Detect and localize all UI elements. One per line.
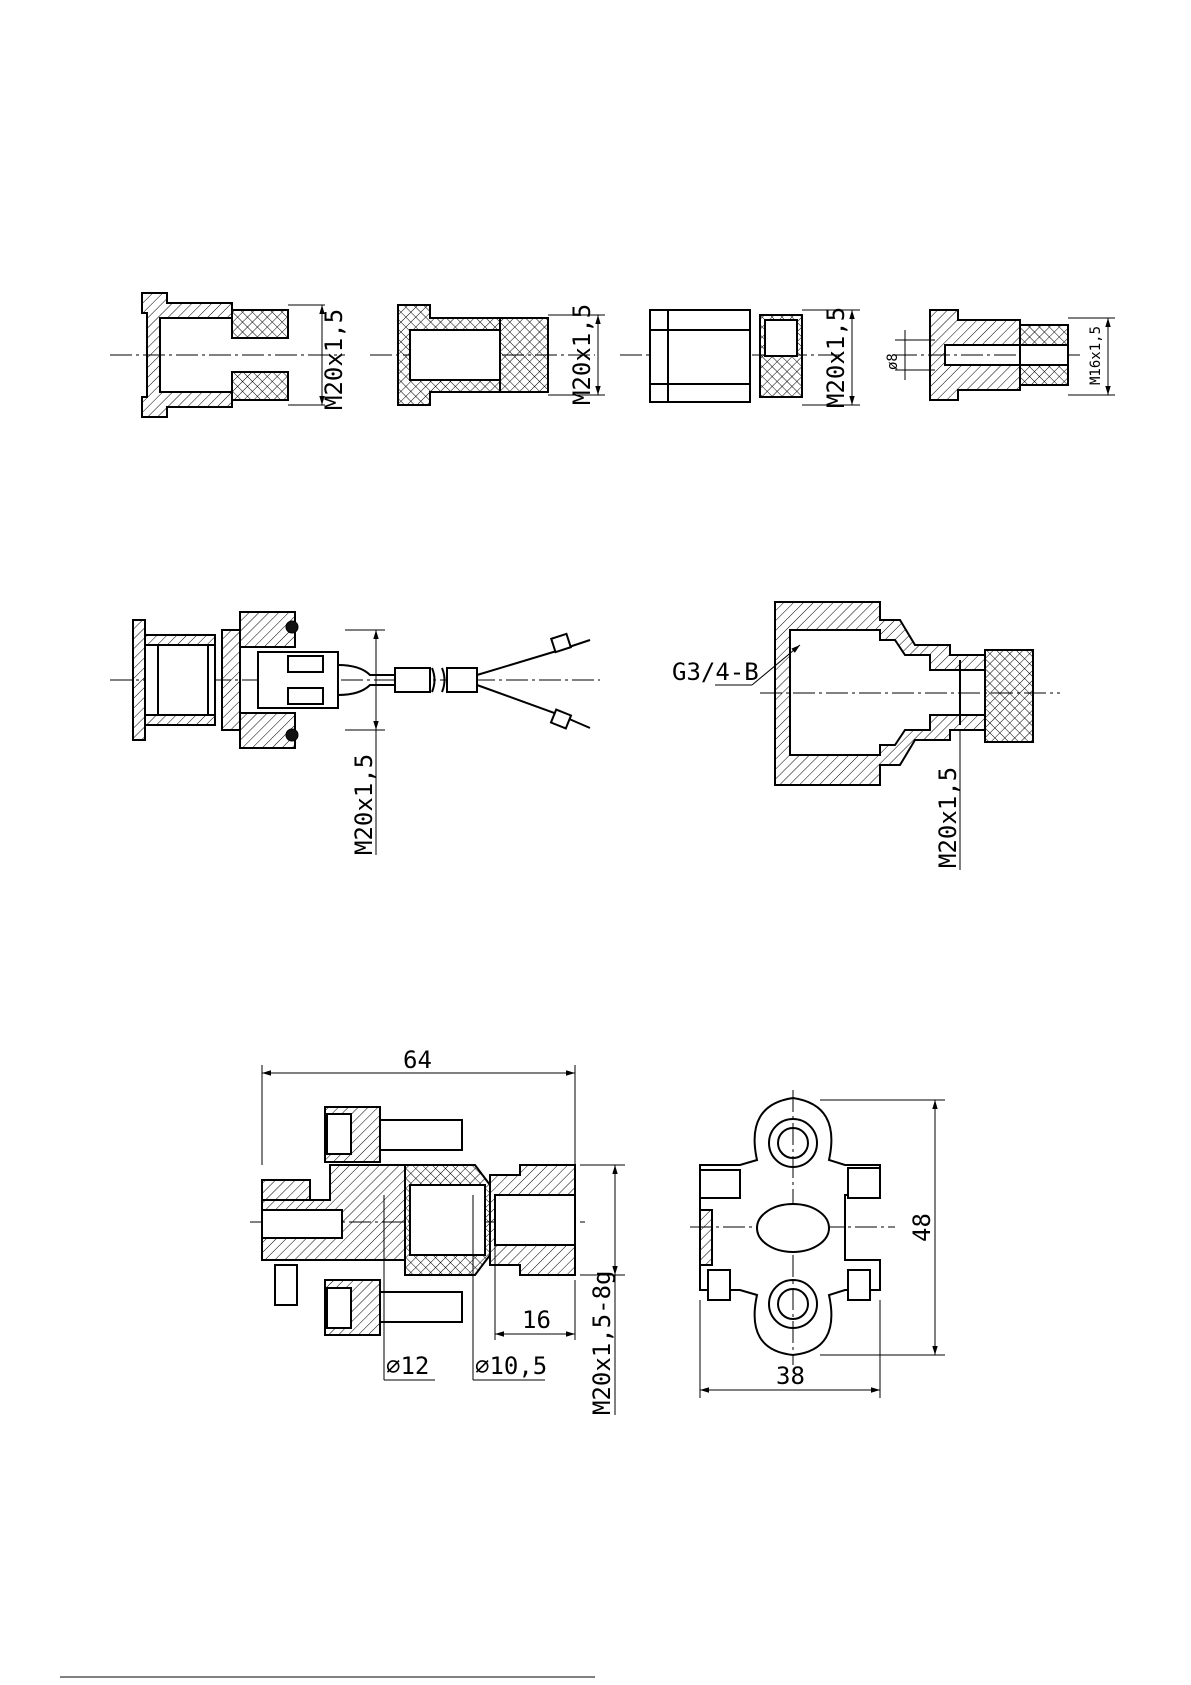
- clamp-bore-105-label: ∅10,5: [475, 1352, 547, 1380]
- fitting-1-thread-label: M20x1,5: [320, 309, 348, 410]
- clamp-thread-label: M20x1,5-8g: [588, 1271, 616, 1416]
- cable-connector-thread-label: M20x1,5: [350, 754, 378, 855]
- pipe-adapter: G3/4-B M20x1,5: [672, 602, 1060, 870]
- cable-connector: M20x1,5: [110, 612, 600, 855]
- fitting-4: ø8 M16x1,5: [885, 310, 1115, 400]
- fitting-2: M20x1,5: [370, 304, 605, 405]
- fitting-3-thread-label: M20x1,5: [822, 307, 850, 408]
- fitting-3: M20x1,5: [620, 307, 860, 408]
- fitting-4-thread-label: M16x1,5: [1088, 326, 1104, 385]
- fitting-1: M20x1,5: [110, 293, 348, 417]
- pipe-adapter-m20-label: M20x1,5: [934, 767, 962, 868]
- clamp-front-view: 38 48: [690, 1090, 945, 1398]
- fitting-2-thread-label: M20x1,5: [568, 304, 596, 405]
- clamp-bore-12-label: ∅12: [386, 1352, 429, 1380]
- clamp-width-label: 38: [776, 1362, 805, 1390]
- pipe-adapter-thread-label: G3/4-B: [672, 658, 759, 686]
- clamp-length-16-label: 16: [522, 1306, 551, 1334]
- clamp-height-label: 48: [908, 1213, 936, 1242]
- clamp-side-view: 64 M20x1,5-8g 16 ∅12 ∅10,5: [250, 1046, 625, 1415]
- clamp-length-label: 64: [403, 1046, 432, 1074]
- fitting-4-bore-label: ø8: [885, 353, 901, 370]
